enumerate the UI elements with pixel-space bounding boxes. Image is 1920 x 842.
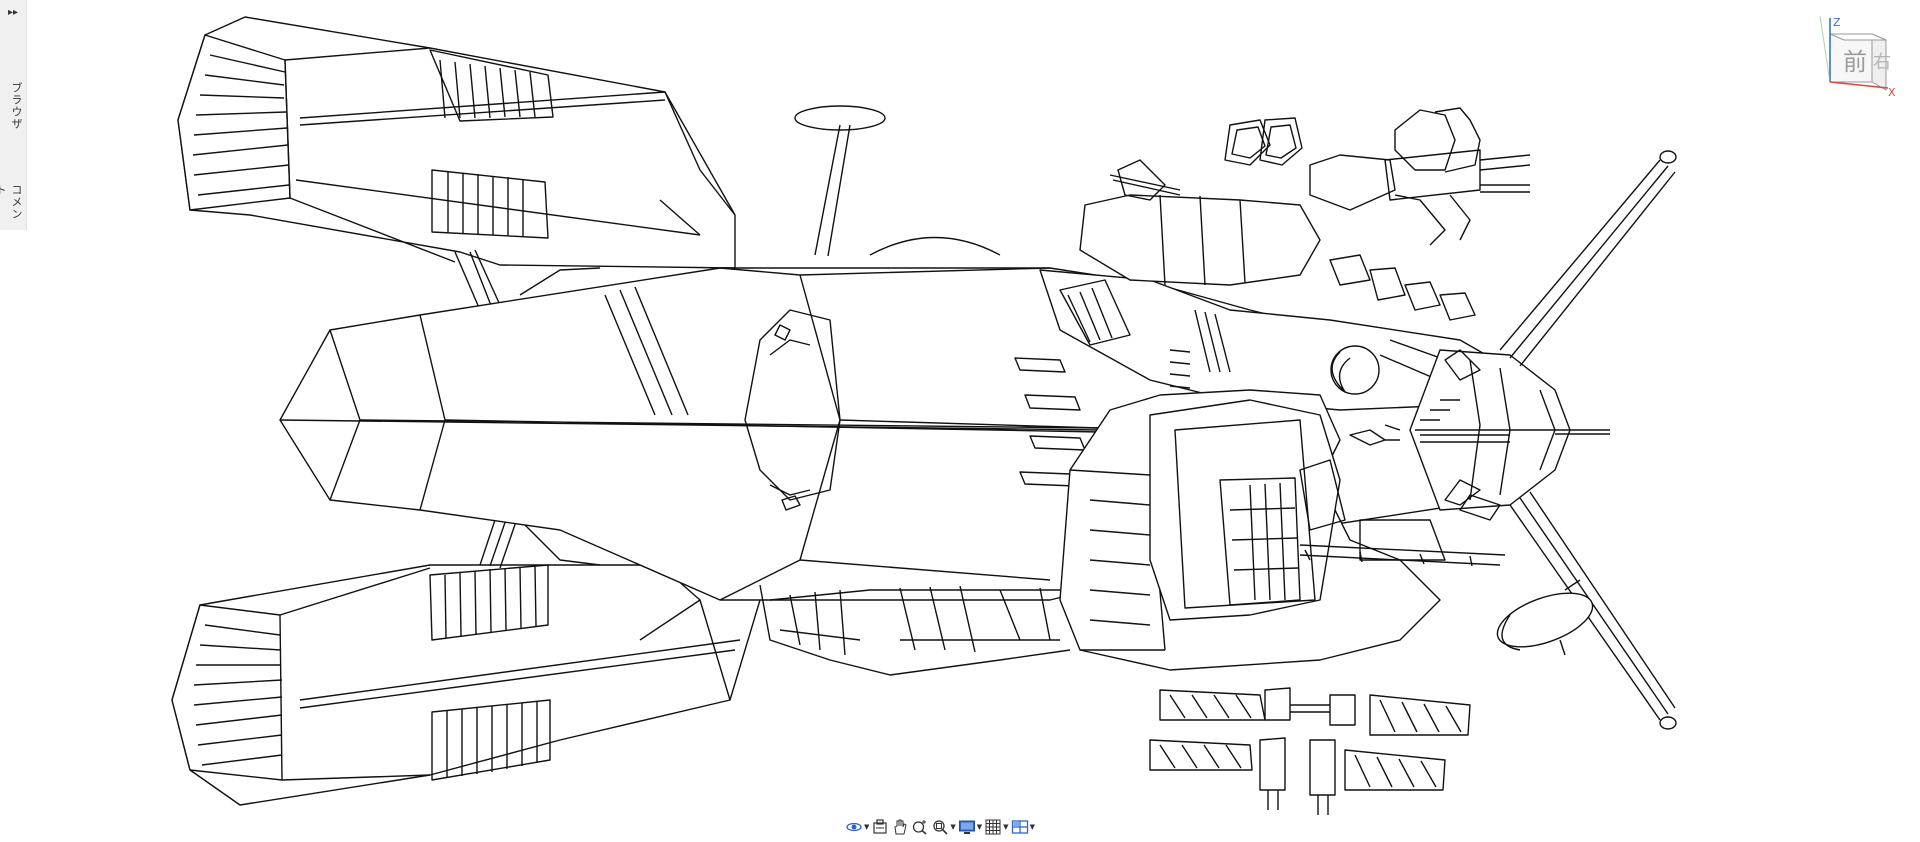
chevron-down-icon[interactable]: ▼ <box>864 823 870 831</box>
viewcube-top-face[interactable] <box>1829 33 1887 41</box>
bow-fin-upper <box>1499 150 1677 367</box>
viewcube-front-label: 前 <box>1843 48 1867 76</box>
lower-armor-blocks <box>1059 389 1506 671</box>
lower-engine-nacelle <box>171 564 761 806</box>
display-settings-button[interactable]: ▼ <box>958 816 982 838</box>
viewports-icon <box>1011 820 1028 834</box>
display-settings-icon <box>958 820 975 834</box>
expand-panel-icon[interactable]: ▸▸ <box>7 7 19 18</box>
lower-weapon-pods <box>1149 687 1471 815</box>
axis-z-label: Z <box>1833 16 1841 29</box>
orbit-icon <box>846 822 862 832</box>
fit-button[interactable]: ▼ <box>931 816 956 838</box>
top-gun-turrets <box>1079 107 1531 321</box>
chevron-down-icon[interactable]: ▼ <box>976 823 983 831</box>
fit-icon <box>933 820 948 835</box>
axis-y-line <box>1819 15 1831 83</box>
look-at-button[interactable] <box>871 816 889 838</box>
tab-browser[interactable]: ブラウザ <box>10 82 23 130</box>
grid-icon <box>985 819 1001 835</box>
navigation-toolbar: ▼ ▼ ▼ ▼ ▼ <box>845 815 1085 839</box>
viewcube-right-label: 右 <box>1873 52 1891 73</box>
tab-comments[interactable]: コメント <box>0 184 23 220</box>
chevron-down-icon[interactable]: ▼ <box>1003 823 1009 831</box>
view-cube[interactable]: 前 右 Z X <box>1800 10 1900 100</box>
upper-engine-nacelle <box>177 16 736 269</box>
grid-button[interactable]: ▼ <box>984 816 1009 838</box>
axis-x-label: X <box>1888 86 1896 99</box>
pan-icon <box>894 819 907 835</box>
radar-antenna <box>794 105 1001 257</box>
keel-details <box>759 584 1071 676</box>
spaceship-model <box>171 16 1677 815</box>
chevron-down-icon[interactable]: ▼ <box>1029 823 1035 831</box>
side-missile-pod <box>1496 579 1594 656</box>
pan-button[interactable] <box>891 816 909 838</box>
zoom-icon <box>913 820 927 835</box>
bow-section <box>1349 349 1610 521</box>
orbit-button[interactable]: ▼ <box>845 816 869 838</box>
zoom-button[interactable] <box>911 816 929 838</box>
axis-x-line <box>1829 81 1889 89</box>
chevron-down-icon[interactable]: ▼ <box>950 823 956 831</box>
viewports-button[interactable]: ▼ <box>1011 816 1035 838</box>
look-at-icon <box>873 819 887 834</box>
side-panel-rail: ▸▸ ブラウザ コメント <box>0 0 27 230</box>
